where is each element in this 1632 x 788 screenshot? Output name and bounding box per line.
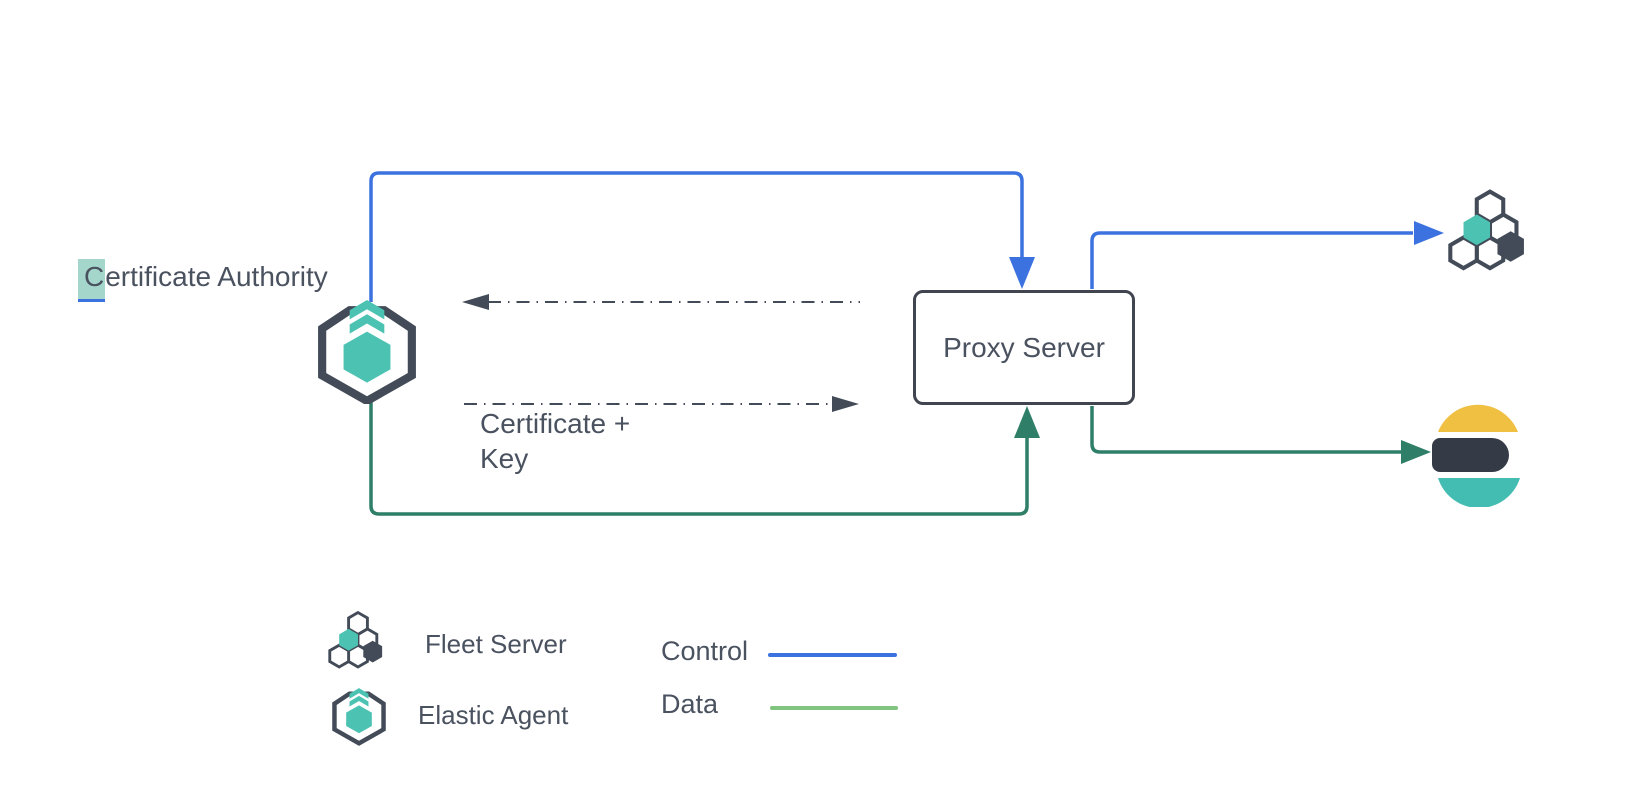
legend-elastic-agent-icon[interactable] — [330, 686, 388, 746]
data-connector-proxy-to-elasticsearch[interactable] — [1090, 406, 1431, 464]
chevron-icon — [349, 314, 385, 334]
elastic-agent-icon[interactable] — [314, 298, 420, 404]
proxy-server-label: Proxy Server — [943, 331, 1105, 363]
proxy-server-box[interactable]: Proxy Server — [913, 290, 1135, 405]
legend-elastic-agent-label: Elastic Agent — [418, 700, 569, 730]
arrowhead-icon — [462, 294, 489, 310]
legend-data-line[interactable] — [770, 706, 898, 710]
legend-control-line[interactable] — [768, 653, 897, 657]
control-connector-agent-to-proxy[interactable] — [369, 171, 1035, 302]
arrowhead-icon — [1009, 257, 1035, 289]
arrowhead-icon — [832, 396, 859, 412]
fleet-server-icon[interactable] — [1445, 188, 1535, 278]
chevron-icon — [349, 300, 385, 320]
certificate-authority-label: Certificate Authority — [78, 259, 328, 302]
data-connector-agent-to-proxy[interactable] — [369, 402, 1040, 516]
legend-data-label: Data — [660, 689, 718, 719]
certificate-key-label: Certificate + Key — [480, 408, 631, 474]
control-connector-proxy-to-fleet[interactable] — [1090, 221, 1444, 289]
cert-exchange-arrow-right[interactable] — [464, 396, 859, 412]
legend-fleet-server-label: Fleet Server — [425, 629, 567, 659]
elasticsearch-icon[interactable] — [1430, 402, 1530, 507]
ca-selection-highlight[interactable]: C — [78, 259, 106, 302]
arrowhead-icon — [1401, 440, 1431, 464]
legend-fleet-server-icon[interactable] — [326, 610, 390, 674]
legend-control-label: Control — [660, 636, 748, 666]
arrowhead-icon — [1414, 221, 1444, 245]
cert-exchange-arrow-left[interactable] — [462, 294, 860, 310]
arrowhead-icon — [1014, 406, 1040, 438]
